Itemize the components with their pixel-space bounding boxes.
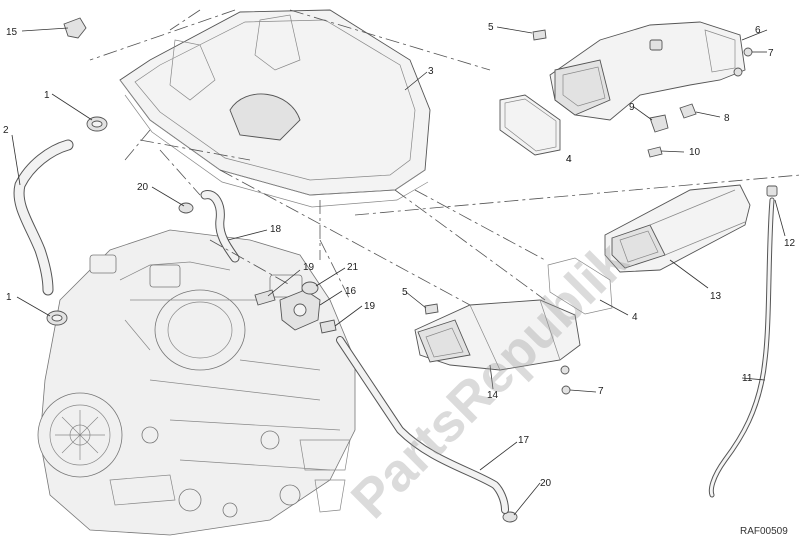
callout-19: 19	[364, 301, 376, 312]
drain-hose	[336, 336, 509, 514]
callout-1: 1	[6, 292, 12, 303]
breather-hose	[13, 139, 74, 296]
fuel-tank-vent-tube	[708, 185, 778, 498]
callout-7: 7	[598, 386, 604, 397]
callout-labels: 1123444556778910111213141516171819192020…	[3, 22, 796, 489]
callout-6: 6	[755, 25, 761, 36]
callout-14: 14	[487, 390, 499, 401]
seal-gasket	[499, 94, 561, 156]
callout-5: 5	[488, 22, 494, 33]
callout-16: 16	[345, 286, 357, 297]
sensor	[647, 103, 697, 158]
callout-20: 20	[137, 182, 149, 193]
valve-assembly	[254, 281, 337, 334]
callout-17: 17	[518, 435, 530, 446]
seal-gasket-left	[547, 257, 613, 315]
callout-8: 8	[724, 113, 730, 124]
callout-9: 9	[629, 102, 635, 113]
callout-1: 1	[44, 90, 50, 101]
callout-5: 5	[402, 287, 408, 298]
callout-3: 3	[428, 66, 434, 77]
clip	[63, 17, 87, 39]
callout-11: 11	[742, 373, 753, 384]
callout-13: 13	[710, 291, 722, 302]
reference-lines	[89, 9, 799, 306]
callout-10: 10	[689, 147, 701, 158]
intake-duct-left	[414, 299, 581, 375]
callout-19: 19	[303, 262, 315, 273]
callout-18: 18	[270, 224, 282, 235]
callout-7: 7	[768, 48, 774, 59]
callout-4: 4	[566, 154, 572, 165]
intake-duct-right	[549, 21, 746, 121]
callout-15: 15	[6, 27, 18, 38]
drawing-code: RAF00509	[740, 526, 788, 537]
airbox-cover	[119, 9, 431, 208]
engine-block	[37, 229, 356, 536]
callout-21: 21	[347, 262, 359, 273]
callout-20: 20	[540, 478, 552, 489]
leader-lines	[11, 26, 786, 516]
air-filter	[604, 184, 751, 273]
breather-pipe	[200, 190, 240, 263]
hose-clamp	[46, 116, 108, 326]
callout-2: 2	[3, 125, 9, 136]
callout-4: 4	[566, 154, 572, 165]
callout-4: 4	[632, 312, 638, 323]
callout-12: 12	[784, 238, 796, 249]
